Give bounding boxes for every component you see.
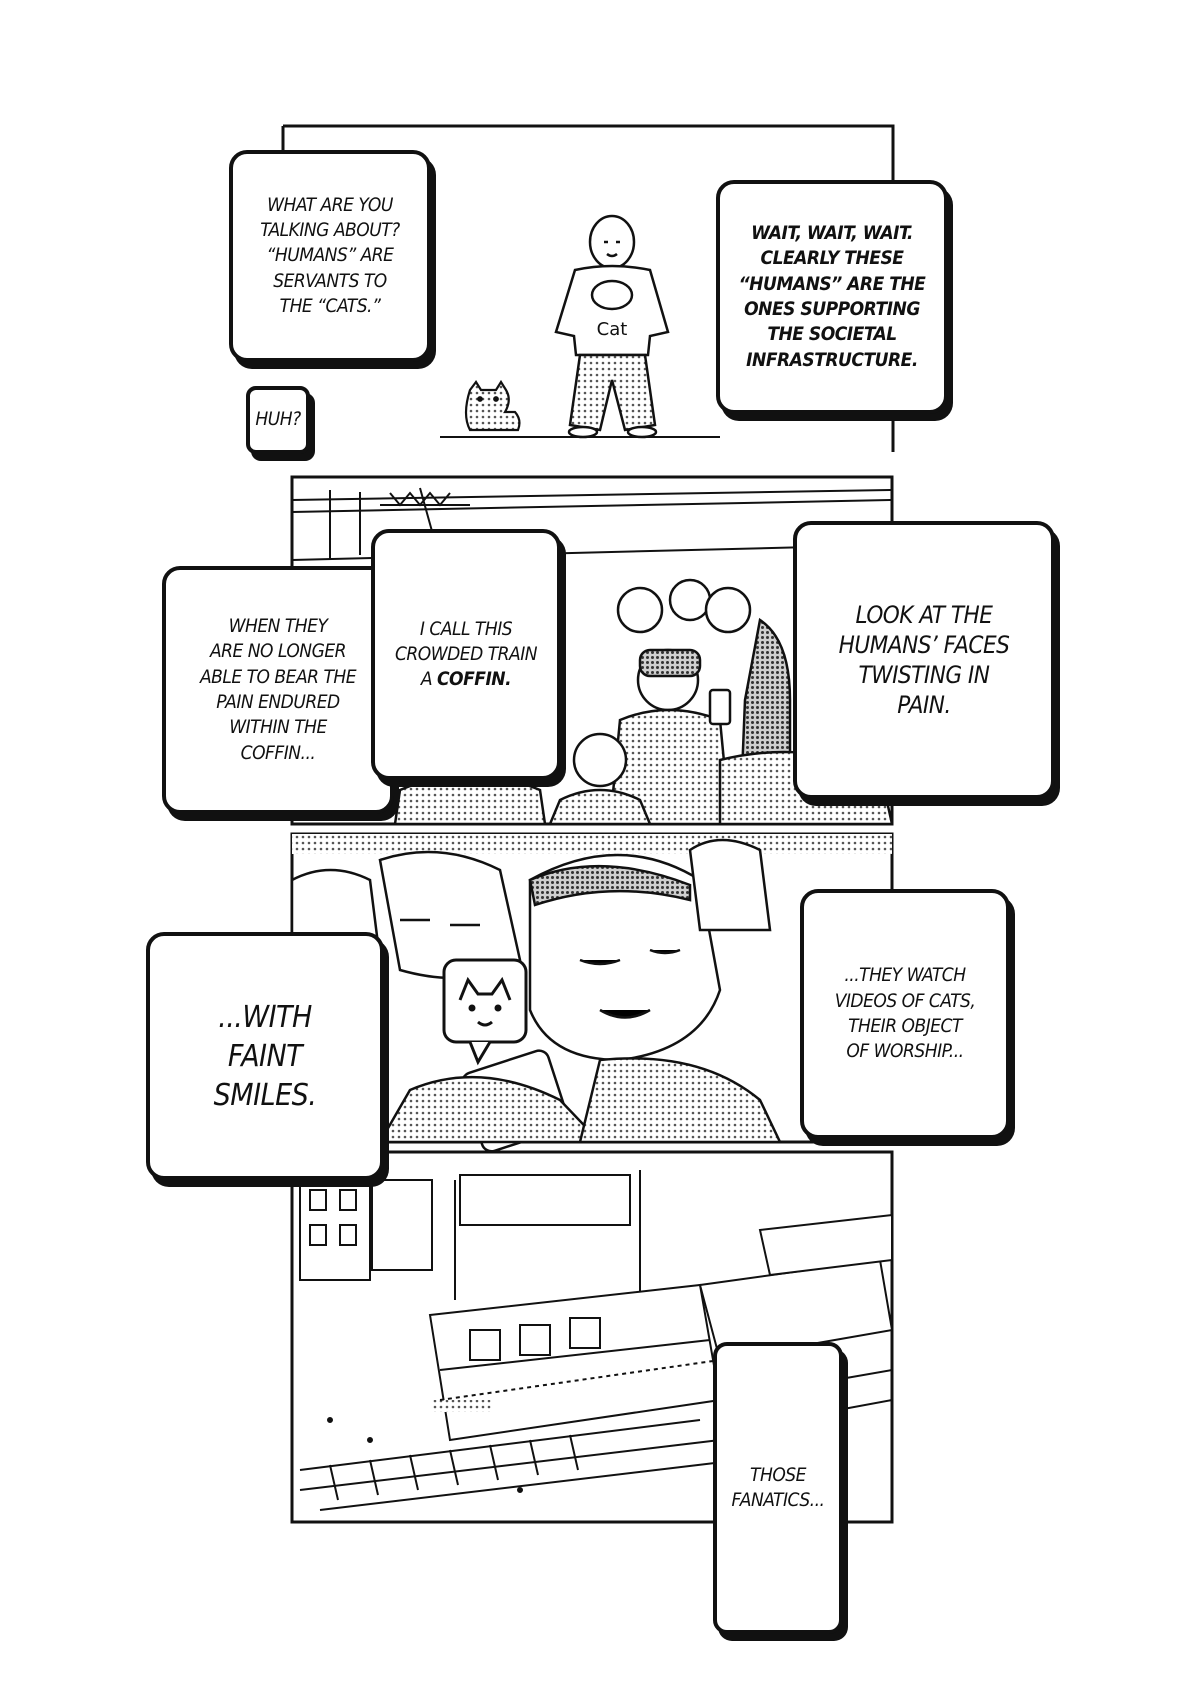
caption-text: THOSE FANATICS... <box>731 1463 825 1511</box>
caption-text: WAIT, WAIT, WAIT. CLEARLY THESE “HUMANS”… <box>738 222 926 371</box>
caption-look-at-the-humans-faces: LOOK AT THE HUMANS’ FACES TWISTING IN PA… <box>793 521 1055 799</box>
emphasis-coffin: COFFIN. <box>437 668 512 691</box>
caption-text: WHAT ARE YOU TALKING ABOUT? “HUMANS” ARE… <box>260 193 400 317</box>
caption-i-call-this-crowded-train: I CALL THIS CROWDED TRAIN A COFFIN. <box>371 529 561 780</box>
caption-what-are-you-talking-about: WHAT ARE YOU TALKING ABOUT? “HUMANS” ARE… <box>229 150 431 362</box>
panel-train <box>290 1150 894 1524</box>
caption-with-faint-smiles: ...WITH FAINT SMILES. <box>146 932 384 1180</box>
panel-smiling-man <box>290 832 894 1153</box>
caption-text: ...THEY WATCH VIDEOS OF CATS, THEIR OBJE… <box>834 964 976 1063</box>
caption-wait-wait-wait: WAIT, WAIT, WAIT. CLEARLY THESE “HUMANS”… <box>716 180 948 414</box>
man-in-cat-shirt <box>554 214 670 439</box>
caption-huh: HUH? <box>246 386 310 454</box>
cat-video-icon <box>442 958 528 1066</box>
shirt-text: Cat <box>597 319 628 340</box>
small-cat <box>464 379 521 432</box>
caption-they-watch-videos-of-cats: ...THEY WATCH VIDEOS OF CATS, THEIR OBJE… <box>800 889 1010 1139</box>
caption-text: I CALL THIS CROWDED TRAIN A COFFIN. <box>394 617 538 691</box>
caption-when-they-are-no-longer: WHEN THEY ARE NO LONGER ABLE TO BEAR THE… <box>162 566 394 814</box>
caption-text: HUH? <box>255 408 301 431</box>
caption-text: WHEN THEY ARE NO LONGER ABLE TO BEAR THE… <box>199 615 357 764</box>
caption-those-fanatics: THOSE FANATICS... <box>713 1342 843 1634</box>
panel-man-and-cat: Cat <box>281 124 895 452</box>
caption-text: ...WITH FAINT SMILES. <box>213 999 317 1113</box>
caption-text: LOOK AT THE HUMANS’ FACES TWISTING IN PA… <box>838 601 1010 719</box>
